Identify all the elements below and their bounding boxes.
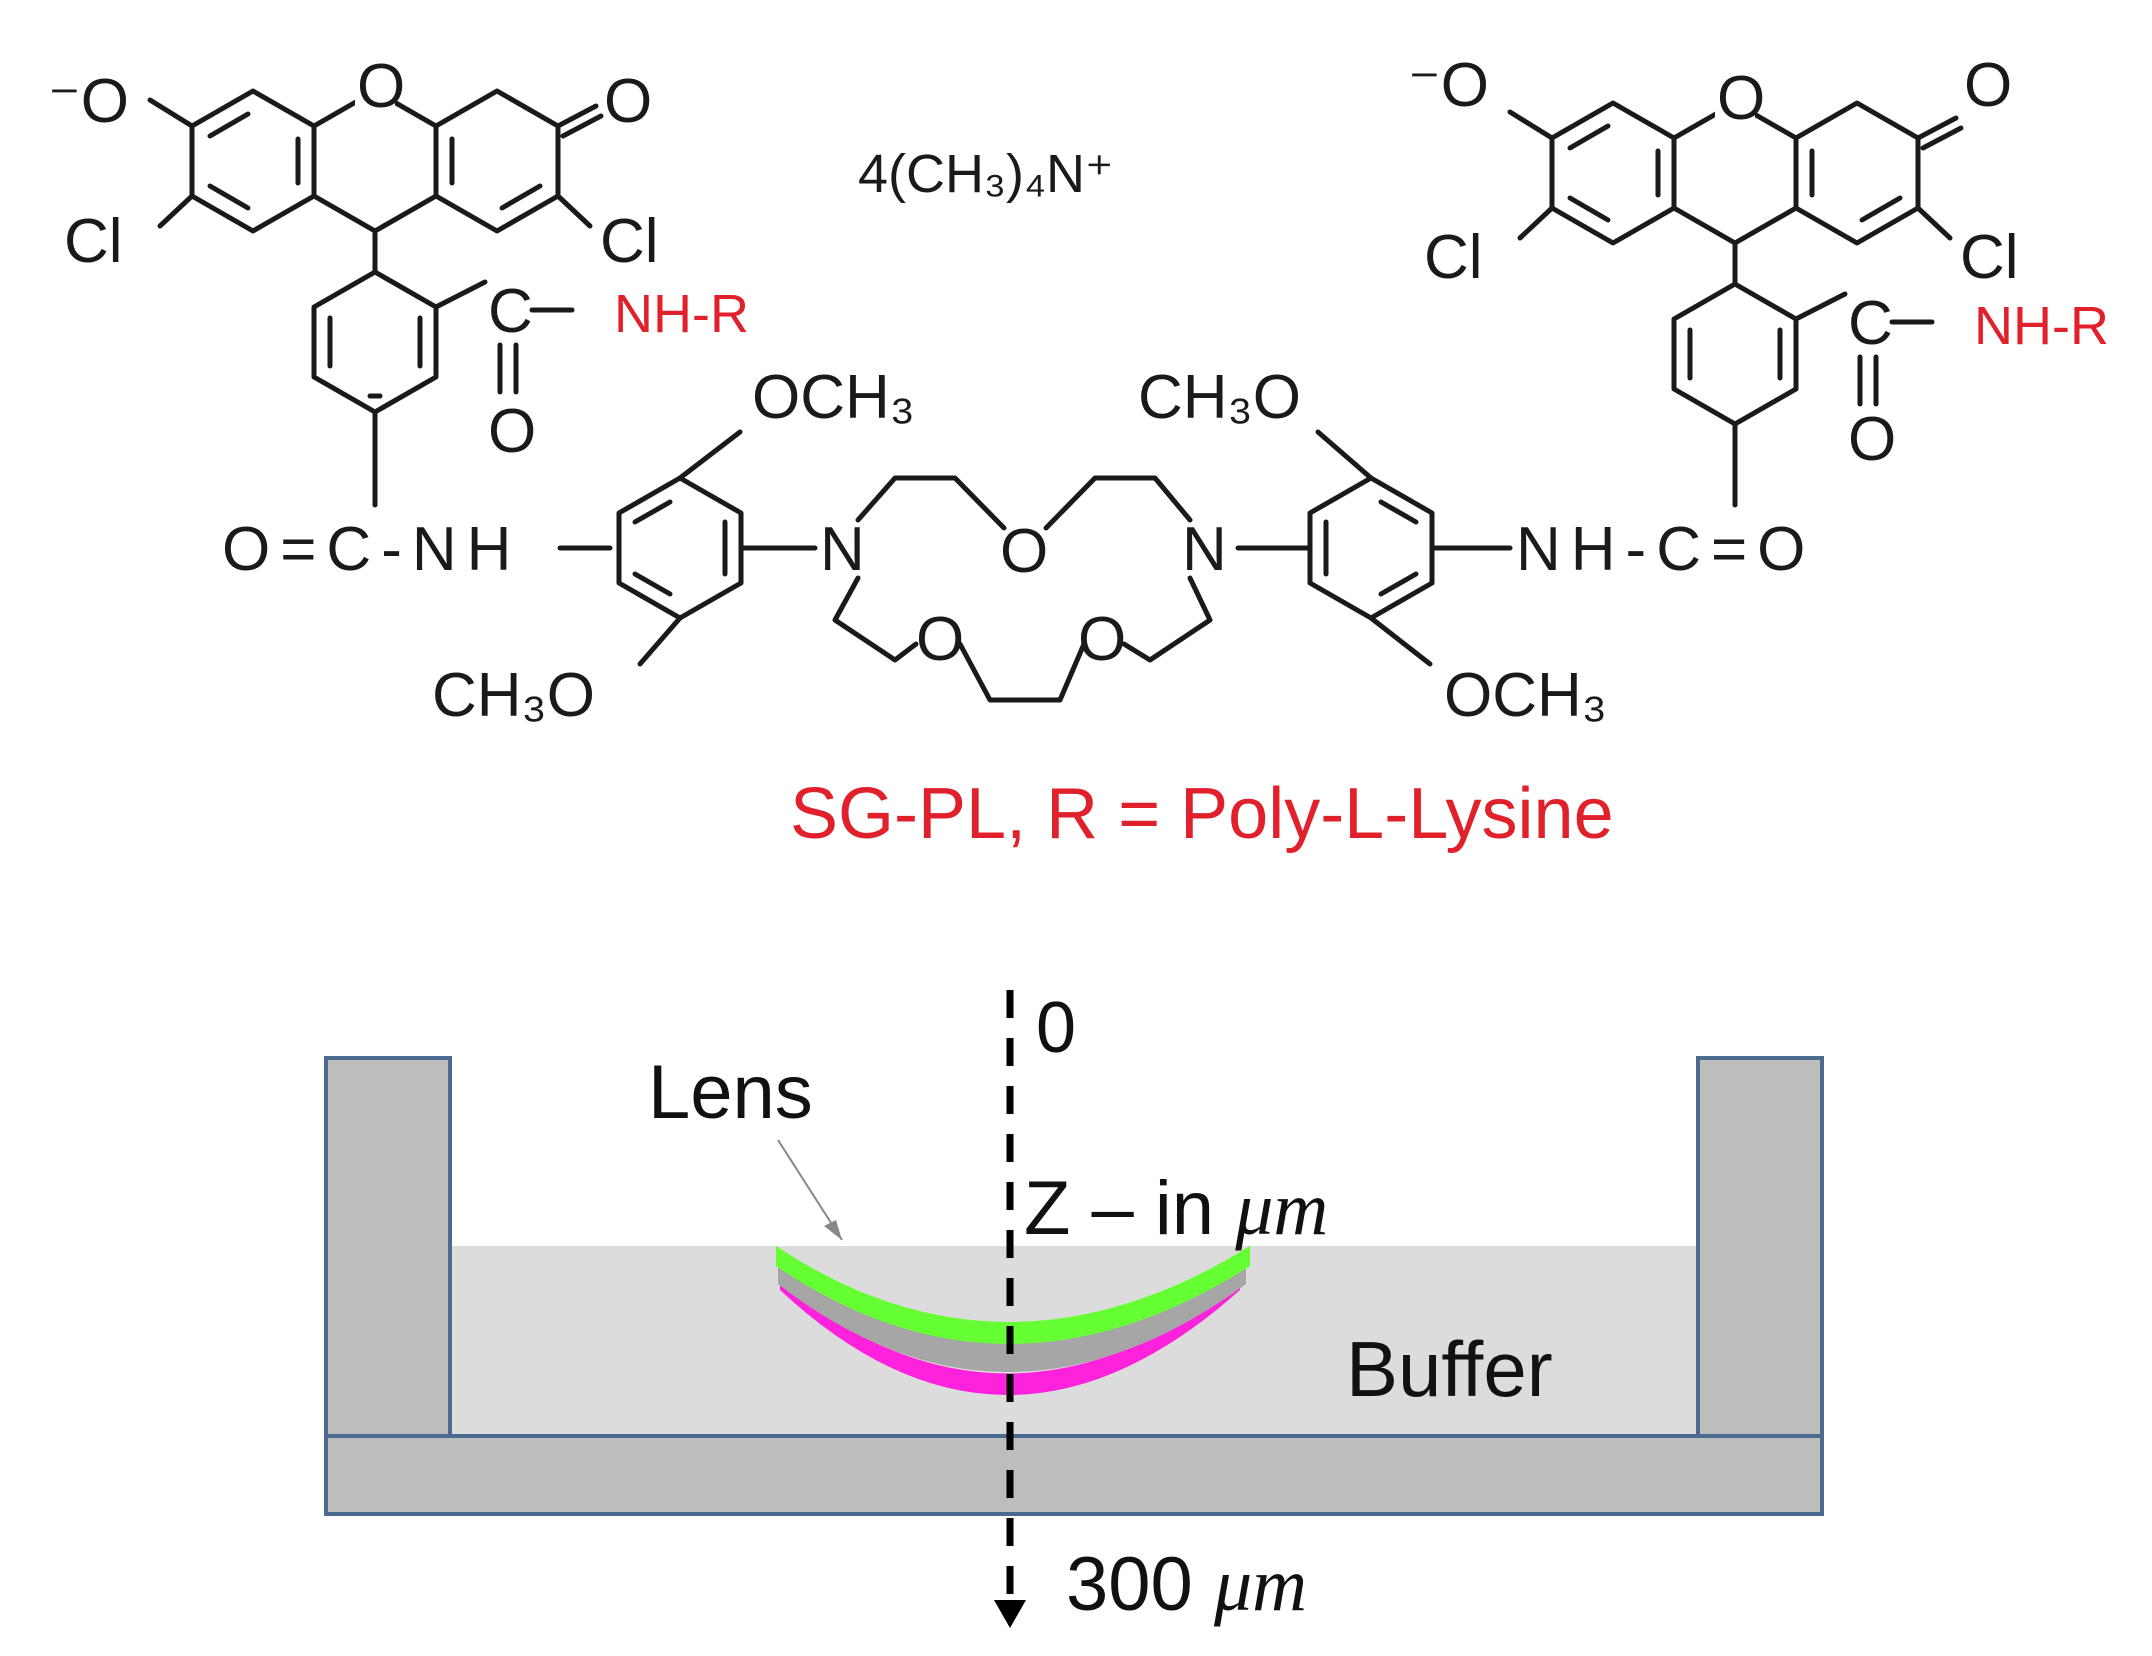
right-cl-left: Cl (1424, 223, 1483, 292)
crown-o-bottom-right: O (1078, 605, 1126, 674)
left-amide-oxygen: O (488, 397, 536, 466)
z-start-label: 0 (1036, 988, 1076, 1068)
z-end-value: 300 (1066, 1542, 1193, 1627)
left-nh-r: NH-R (614, 284, 749, 344)
left-xanthene: ⁻O O O Cl Cl (48, 52, 659, 276)
lens-magenta-layer (780, 1282, 1240, 1395)
right-carbonyl-oxygen: O (1964, 51, 2012, 120)
crown-o-top: O (1000, 517, 1048, 586)
right-amide-carbon: C (1848, 289, 1893, 358)
crown-o-bottom-left: O (916, 605, 964, 674)
right-pendant-ring: C O NH-R (1671, 281, 2109, 508)
left-phenoxide: ⁻O (48, 67, 129, 136)
counter-ion: 4(CH₃)₄N⁺ (858, 144, 1114, 204)
left-methoxy-bottom: CH₃O (432, 661, 595, 730)
left-cl-right: Cl (600, 207, 659, 276)
chemical-structure: 4(CH₃)₄N⁺ ⁻O O O Cl Cl (48, 51, 2109, 854)
sample-chamber-schematic: 0 Lens Z – in μm Buffer 300 μm (324, 988, 1824, 1628)
right-methoxy-bottom: OCH₃ (1444, 661, 1607, 730)
left-amide-carbon: C (488, 277, 533, 346)
left-carbonyl-oxygen: O (604, 67, 652, 136)
right-amide-oxygen: O (1848, 405, 1896, 474)
z-axis-unit: μm (1234, 1167, 1328, 1251)
left-linker: O=C-NH (222, 515, 613, 584)
lens-pointer-arrow-head (824, 1220, 842, 1240)
z-axis-label: Z – in μm (1024, 1166, 1328, 1251)
crown-n-right: N (1182, 515, 1227, 584)
lens-green-layer (776, 1246, 1250, 1344)
right-nh-r: NH-R (1974, 296, 2109, 356)
lens (776, 1246, 1250, 1395)
crown-ether: N N O O O (820, 475, 1313, 703)
left-linker-text: O=C-NH (222, 515, 521, 584)
right-wall (1696, 1056, 1824, 1438)
right-linker-text: NH-C=O (1516, 515, 1815, 584)
molecule-caption: SG-PL, R = Poly-L-Lysine (790, 774, 1614, 854)
z-axis-label-prefix: Z – in (1024, 1166, 1214, 1251)
right-phenoxide: ⁻O (1408, 51, 1489, 120)
left-dimethoxy-ring: OCH₃ CH₃O (432, 363, 915, 730)
lens-label: Lens (648, 1050, 813, 1135)
left-cl-left: Cl (64, 207, 123, 276)
right-ring-oxygen: O (1717, 64, 1765, 133)
z-end-unit: μm (1213, 1543, 1307, 1627)
right-xanthene: ⁻O O O Cl Cl (1408, 51, 2019, 292)
lens-gray-layer (778, 1266, 1246, 1372)
crown-n-left: N (820, 515, 865, 584)
right-cl-right: Cl (1960, 223, 2019, 292)
buffer-label: Buffer (1346, 1325, 1553, 1413)
left-pendant-ring: C O NH-R (311, 269, 749, 508)
right-methoxy-top: CH₃O (1138, 363, 1301, 432)
left-wall (324, 1056, 452, 1438)
left-methoxy-top: OCH₃ (752, 363, 915, 432)
right-linker: NH-C=O (1516, 515, 1815, 584)
left-ring-oxygen: O (357, 52, 405, 121)
z-axis-arrow-head (994, 1600, 1026, 1628)
chamber-base (324, 1434, 1824, 1516)
right-dimethoxy-ring: CH₃O OCH₃ (1138, 363, 1607, 730)
z-end-label: 300 μm (1066, 1542, 1307, 1627)
